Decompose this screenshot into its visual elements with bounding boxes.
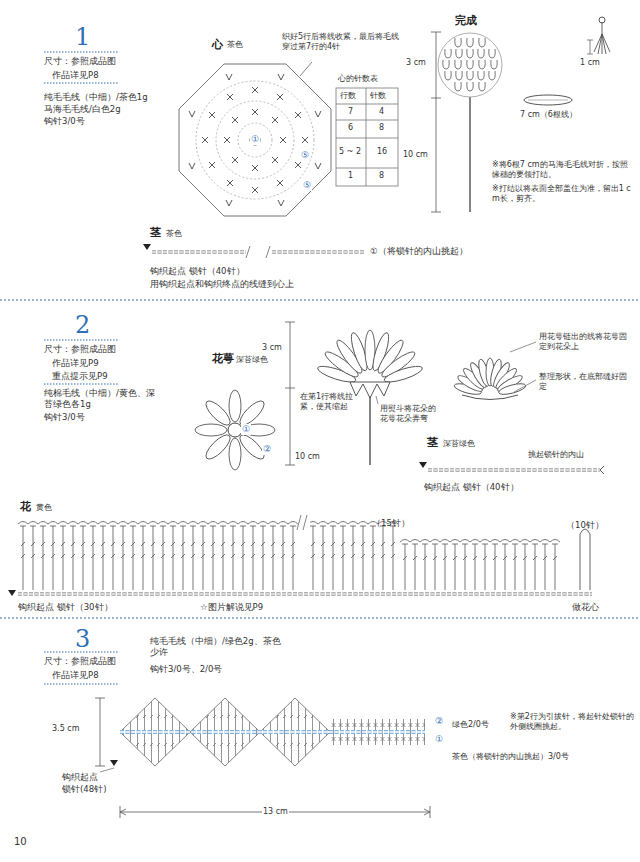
color-note: 茶色 [166, 229, 182, 239]
hook-note: 钩针3/0号 [44, 116, 85, 127]
table-cell: 6 [348, 123, 353, 133]
size-note: 尺寸：参照成品图 [44, 56, 116, 67]
callout-number: ① [241, 424, 251, 435]
material-note: 纯毛毛线（中细）/绿色2g、茶色少许 [150, 636, 285, 657]
start-note: 钩织起点 锁针（40针） [150, 266, 245, 277]
color-note: 深苔绿色 [236, 355, 268, 365]
dimension-label: 10 cm [295, 452, 320, 462]
table-cell: 行数 [340, 91, 356, 101]
instruction-note: ①（将锁针的内山挑起） [370, 246, 468, 257]
table-title: 心的针数表 [338, 74, 378, 84]
part-title: 心 [212, 38, 223, 52]
instruction-note: 做花心 [572, 602, 599, 613]
reference-note: 作品详见P9 [52, 358, 99, 369]
instruction-note: ※第2行为引拔针，将起针处锁针的外侧线圈挑起。 [510, 712, 634, 732]
hook-note: 钩针3/0号 [44, 412, 85, 423]
material-note: 马海毛毛线/白色2g [44, 104, 121, 115]
part-title: 茎 [427, 436, 438, 450]
part-title: 完成 [455, 14, 477, 28]
stitch-count: 锁针(48针) [62, 784, 106, 795]
table-cell: 8 [379, 171, 384, 181]
callout-number: ② [262, 444, 272, 455]
size-note: 尺寸：参照成品图 [44, 656, 116, 667]
reference-note: 作品详见P8 [52, 670, 99, 681]
instruction-note: 用钩织起点和钩织终点的线缝到心上 [150, 279, 294, 290]
table-cell: 7 [348, 107, 353, 117]
start-note: 钩织起点 [62, 772, 98, 783]
dimension-label: 13 cm [262, 807, 289, 817]
color-note: 茶色 [227, 40, 243, 50]
dimension-label: 3.5 cm [52, 724, 79, 734]
instruction-note: ※打结以将表面全部盖住为准，留出1 cm长，剪齐。 [492, 184, 632, 204]
reference-note: 重点提示见P9 [52, 371, 108, 382]
reference-note: ☆图片解说见P9 [200, 602, 263, 613]
start-note: 钩织起点 锁针（40针） [424, 482, 519, 493]
material-note: 纯毛毛线（中细）/茶色1g [44, 92, 148, 103]
section-number: 1 [75, 22, 90, 52]
instruction-note: 用花萼链出的线将花萼固定到花朵上 [539, 332, 634, 352]
callout-number: ② [434, 716, 444, 727]
part-title: 花萼 [212, 352, 234, 366]
instruction-note: 织好5行后将线收紧，最后将毛线穿过第7行的4针 [282, 32, 404, 52]
hook-note: 钩针3/0号、2/0号 [150, 664, 222, 675]
dimension-label: 10 cm [403, 150, 428, 160]
instruction-note: 在第1行将线拉紧，使其缩起 [300, 392, 362, 412]
color-note: 深苔绿色 [443, 439, 475, 449]
table-cell: 5 ~ 2 [339, 147, 361, 157]
callout-number: ① [434, 734, 444, 745]
instruction-note: 用熨斗将花朵的花萼花朵弄弯 [380, 404, 442, 424]
color-note: 黄色 [36, 503, 52, 513]
stitch-count: （10针） [566, 520, 604, 531]
instruction-note: 整理形状，在底部缝好固定 [539, 372, 634, 392]
page-number: 10 [14, 836, 27, 849]
table-cell: 16 [377, 147, 387, 157]
instruction-note: ※将6根7 cm的马海毛毛线对折，按照缘穗的要领打结。 [492, 160, 632, 180]
instruction-note: 挑起锁针的内山 [528, 450, 584, 460]
dimension-label: 3 cm [406, 58, 426, 68]
dimension-label: 7 cm（6根线） [520, 110, 577, 120]
dimension-label: 1 cm [580, 58, 600, 68]
section-number: 3 [75, 624, 90, 654]
part-title: 花 [20, 500, 31, 514]
callout-number: ① [250, 134, 260, 145]
stitch-count: （15针） [372, 518, 410, 529]
color-note: 绿色2/0号 [452, 720, 489, 730]
table-cell: 1 [348, 171, 353, 181]
table-cell: 8 [379, 123, 384, 133]
table-cell: 4 [379, 107, 384, 117]
section-number: 2 [75, 310, 90, 340]
size-note: 尺寸：参照成品图 [44, 344, 116, 355]
start-note: 钩织起点 锁针（30针） [18, 602, 113, 613]
callout-number: ⑤ [300, 150, 310, 161]
reference-note: 作品详见P8 [52, 70, 99, 81]
dimension-label: 3 cm [262, 343, 282, 353]
part-title: 茎 [150, 226, 161, 240]
instruction-note: 茶色（将锁针的内山挑起）3/0号 [452, 752, 632, 762]
table-cell: 针数 [370, 91, 386, 101]
material-note: 纯棉毛线（中细）/黄色、深苔绿色各1g [44, 388, 156, 409]
callout-number: ⑤ [302, 180, 312, 191]
